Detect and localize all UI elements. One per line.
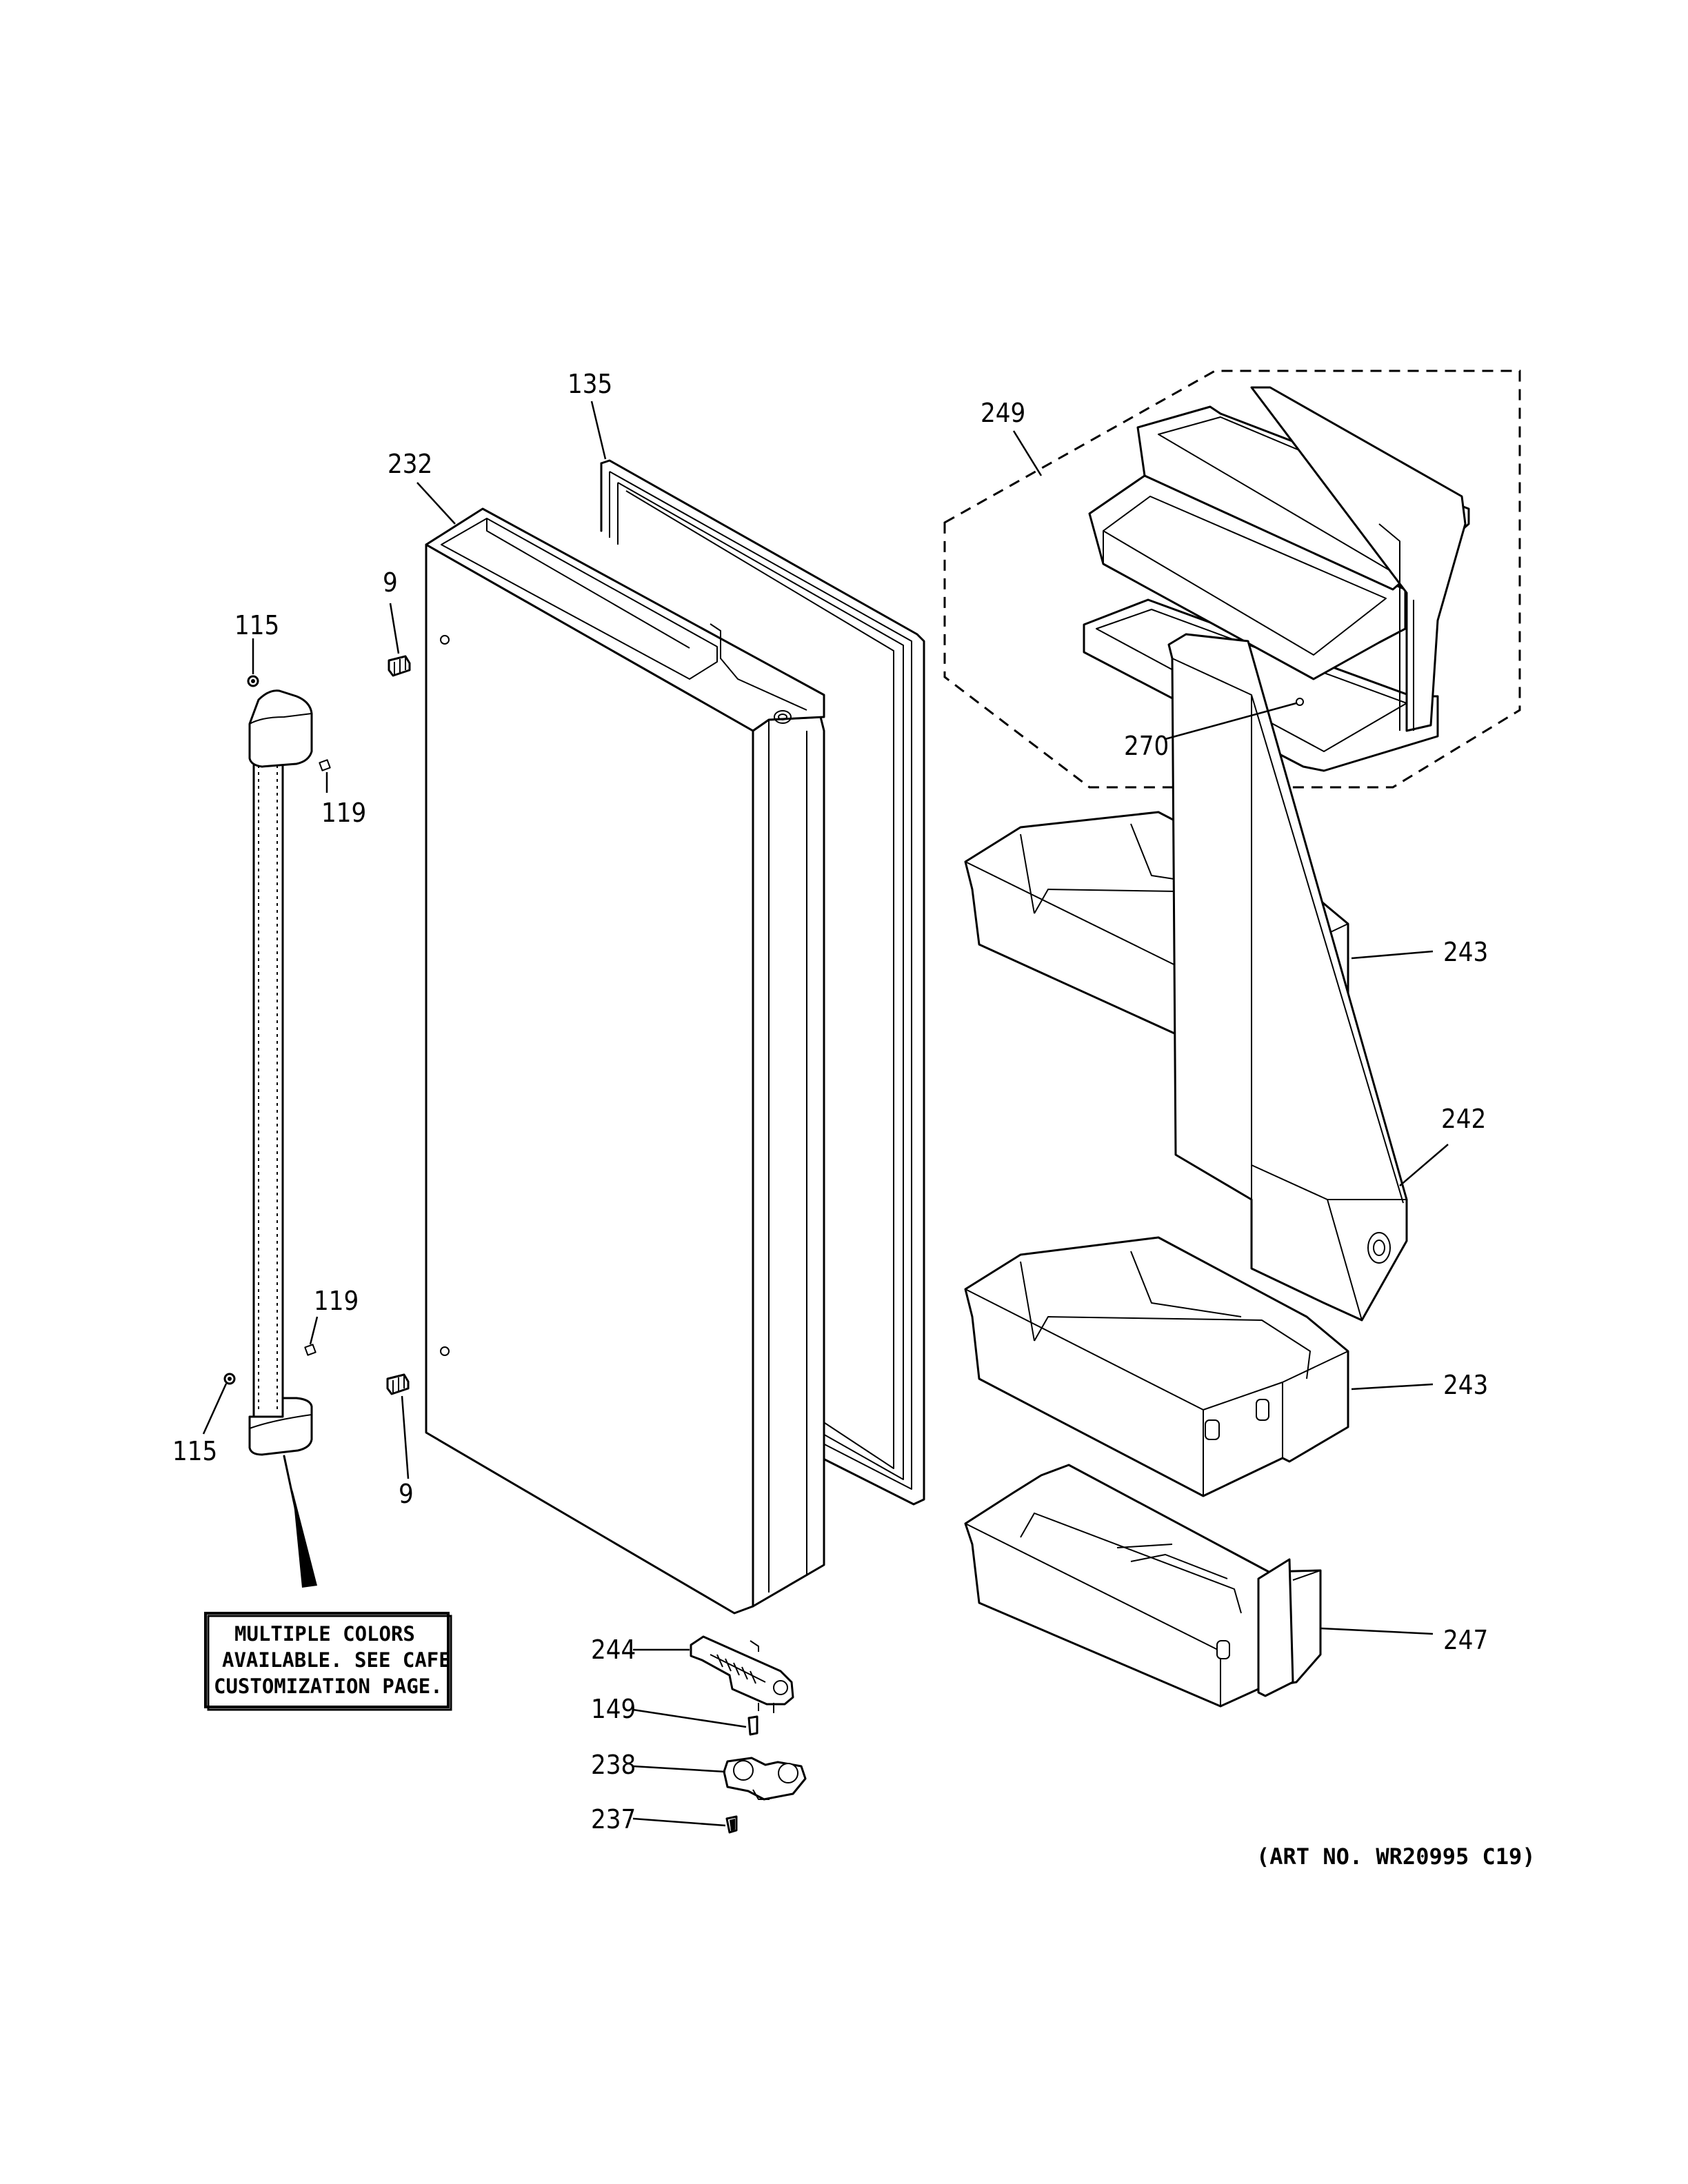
hinge-244 [690,1635,794,1713]
handle-stud-top [388,655,411,677]
set-screw-119-top [319,759,331,771]
label-243-lower: 243 [1443,1370,1488,1400]
label-135: 135 [567,369,612,399]
label-115-top: 115 [234,610,279,640]
leader-lines [202,401,1449,1827]
label-119-bottom: 119 [314,1286,359,1316]
label-232: 232 [388,449,432,479]
art-number: (ART NO. WR20995 C19) [1256,1843,1536,1870]
door-bin-242 [1167,633,1408,1322]
label-9-top: 9 [383,567,398,598]
label-9-bottom: 9 [399,1479,414,1509]
note-line-1: MULTIPLE COLORS [234,1622,415,1646]
label-237: 237 [591,1804,636,1834]
customization-note: MULTIPLE COLORS AVAILABLE. SEE CAFE CUST… [204,1612,452,1711]
set-screw-115-bottom [223,1373,236,1385]
set-screw-115-top [247,675,259,687]
label-247: 247 [1443,1625,1488,1655]
label-270: 270 [1124,731,1169,761]
note-line-3: CUSTOMIZATION PAGE. [214,1675,443,1698]
door-handle [248,689,317,1588]
door-bin-243-lower [964,1236,1349,1497]
label-238: 238 [591,1750,636,1780]
handle-stud-bottom [386,1373,410,1395]
note-line-2: AVAILABLE. SEE CAFE [222,1648,451,1672]
screw-149 [747,1715,758,1736]
label-119-top: 119 [321,798,366,828]
hinge-bracket-238 [723,1757,807,1801]
label-243-upper: 243 [1443,937,1488,967]
door-assembly [425,507,825,1615]
door-bin-247 [964,1464,1322,1708]
set-screw-119-bottom [304,1344,316,1356]
label-242: 242 [1441,1104,1486,1134]
label-149: 149 [591,1694,636,1724]
screw-237 [725,1815,738,1834]
door-gasket [600,459,925,1506]
label-249: 249 [981,398,1025,428]
label-244: 244 [591,1635,636,1665]
label-115-bottom: 115 [172,1436,217,1466]
